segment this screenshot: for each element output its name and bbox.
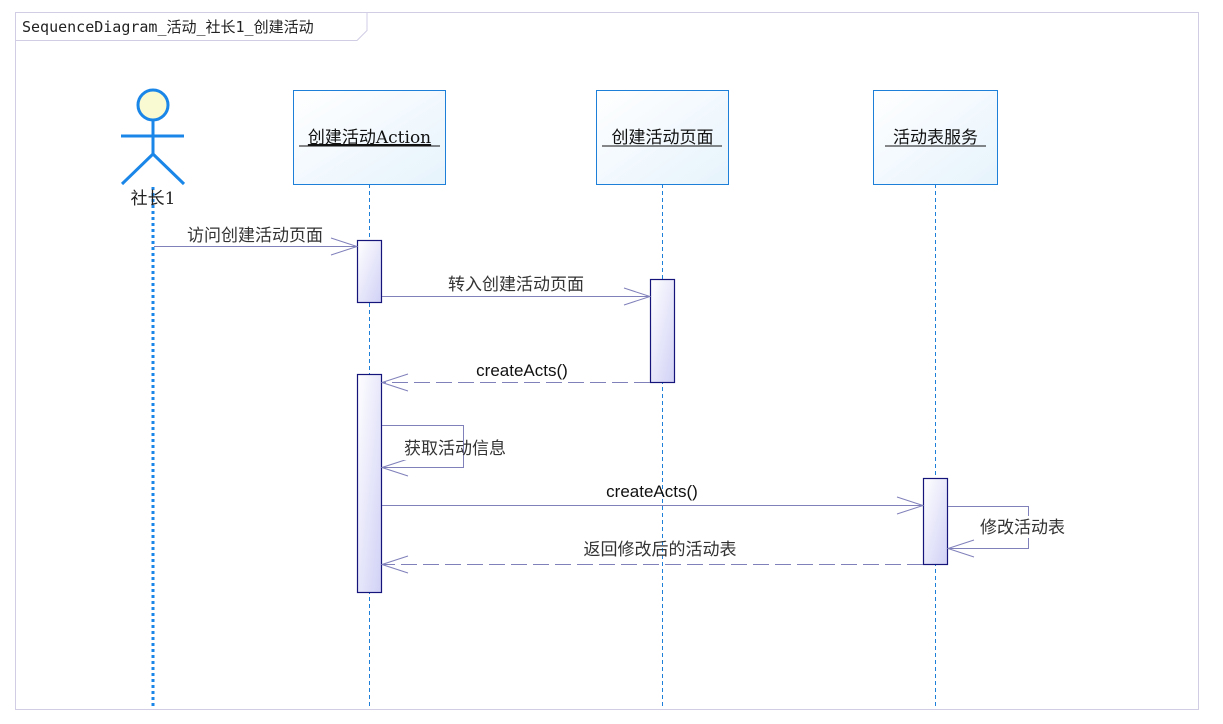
message-2-label: 转入创建活动页面 xyxy=(448,275,584,295)
message-1[interactable]: 访问创建活动页面 xyxy=(154,226,359,256)
message-7[interactable]: 返回修改后的活动表 xyxy=(380,540,923,574)
message-1-label: 访问创建活动页面 xyxy=(187,226,323,246)
message-6-arrowhead-icon xyxy=(946,539,975,558)
activation-action-1[interactable] xyxy=(356,239,383,304)
actor-left-leg-icon xyxy=(120,152,155,186)
message-6[interactable]: 修改活动表 xyxy=(946,506,1074,558)
activation-page[interactable] xyxy=(649,278,676,384)
lifeline-action-label: 创建活动Action xyxy=(308,128,431,148)
activation-action-2[interactable] xyxy=(356,373,383,594)
message-6-label: 修改活动表 xyxy=(980,518,1065,538)
lifeline-service[interactable]: 活动表服务 xyxy=(873,90,998,185)
lifeline-action[interactable]: 创建活动Action xyxy=(293,90,446,185)
message-7-arrowhead-icon xyxy=(380,555,409,574)
activations xyxy=(356,239,949,594)
frame-border xyxy=(15,12,1199,710)
message-5[interactable]: createActs() xyxy=(382,482,925,515)
frame-title: SequenceDiagram_活动_社长1_创建活动 xyxy=(22,18,314,36)
message-2[interactable]: 转入创建活动页面 xyxy=(382,275,652,306)
message-4-line xyxy=(382,425,464,468)
message-4-arrowhead-icon xyxy=(380,458,409,477)
lifeline-page[interactable]: 创建活动页面 xyxy=(596,90,729,185)
message-3[interactable]: createActs() xyxy=(380,361,650,392)
actor-shezhang1[interactable]: 社长1 xyxy=(120,88,186,209)
message-4-label-bg xyxy=(402,436,462,460)
activation-service[interactable] xyxy=(922,477,949,566)
lifeline-page-box xyxy=(596,90,729,185)
message-4-label: 获取活动信息 xyxy=(404,439,506,459)
actor-label: 社长1 xyxy=(131,189,176,209)
lifeline-action-box xyxy=(293,90,446,185)
message-3-label: createActs() xyxy=(476,361,568,380)
message-3-arrowhead-icon xyxy=(380,373,409,392)
lifeline-lines xyxy=(151,184,936,709)
message-4[interactable]: 获取活动信息 xyxy=(380,425,506,477)
message-2-arrowhead-icon xyxy=(623,287,652,306)
message-5-arrowhead-icon xyxy=(896,496,925,515)
frame-title-tab xyxy=(15,12,368,41)
message-7-label: 返回修改后的活动表 xyxy=(584,540,737,560)
actor-right-leg-icon xyxy=(151,152,186,186)
message-6-label-bg xyxy=(978,516,1074,538)
lifeline-service-label: 活动表服务 xyxy=(893,128,978,148)
message-1-arrowhead-icon xyxy=(330,237,359,256)
diagram-frame: SequenceDiagram_活动_社长1_创建活动 xyxy=(15,12,1199,710)
lifeline-page-label: 创建活动页面 xyxy=(612,128,714,148)
actor-head-icon xyxy=(136,88,170,122)
lifeline-service-box xyxy=(873,90,998,185)
messages: 访问创建活动页面 转入创建活动页面 createActs() 获取活动信息 cr… xyxy=(154,226,1074,574)
message-5-label: createActs() xyxy=(606,482,698,501)
